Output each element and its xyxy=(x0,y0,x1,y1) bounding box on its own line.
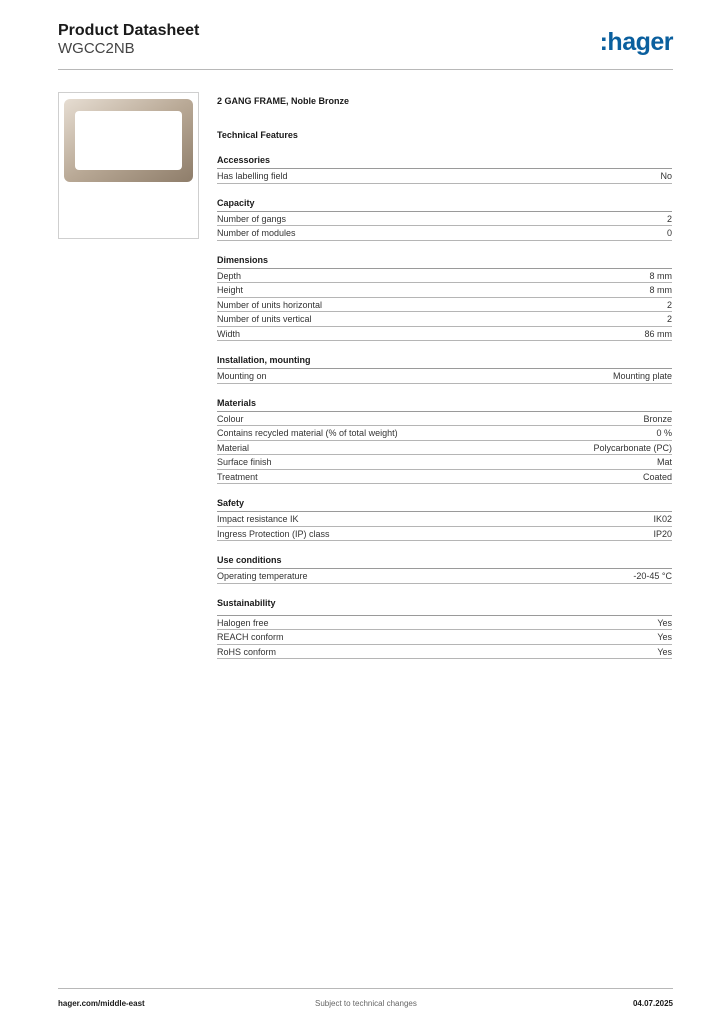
feature-value: IP20 xyxy=(653,528,672,539)
feature-row: Contains recycled material (% of total w… xyxy=(217,426,672,441)
feature-label: Height xyxy=(217,285,244,295)
feature-label: Width xyxy=(217,328,241,339)
product-code: WGCC2NB xyxy=(58,40,135,57)
feature-row: Mounting on Mounting plate xyxy=(217,369,672,384)
feature-row: Operating temperature -20-45 °C xyxy=(217,569,672,584)
section-title: Capacity xyxy=(217,197,672,212)
feature-label: RoHS conform xyxy=(217,646,277,657)
document-title: Product Datasheet xyxy=(58,22,200,39)
hager-logo: :hager xyxy=(599,28,674,56)
feature-value: -20-45 °C xyxy=(633,571,672,581)
feature-label: Surface finish xyxy=(217,457,272,467)
section-title: Dimensions xyxy=(217,254,672,269)
feature-row: REACH conform Yes xyxy=(217,630,672,645)
feature-row: Halogen free Yes xyxy=(217,616,672,630)
feature-row: Number of gangs 2 xyxy=(217,212,672,226)
feature-value: Mounting plate xyxy=(612,371,672,381)
feature-label: Number of units horizontal xyxy=(217,299,323,310)
feature-row: Number of units horizontal 2 xyxy=(217,298,672,312)
feature-label: Contains recycled material (% of total w… xyxy=(217,428,398,438)
section-title: Installation, mounting xyxy=(217,354,672,369)
feature-value: Yes xyxy=(657,646,672,657)
bronze-frame-image xyxy=(64,99,193,182)
technical-features-heading: Technical Features xyxy=(217,130,298,140)
feature-row: Material Polycarbonate (PC) xyxy=(217,441,672,455)
feature-value: No xyxy=(660,171,672,181)
feature-label: Ingress Protection (IP) class xyxy=(217,528,330,539)
feature-value: 0 % xyxy=(656,428,672,438)
feature-label: Has labelling field xyxy=(217,171,288,181)
feature-row: Width 86 mm xyxy=(217,327,672,341)
section-title: Safety xyxy=(217,497,672,512)
feature-row: Has labelling field No xyxy=(217,169,672,184)
feature-row: RoHS conform Yes xyxy=(217,645,672,659)
footer-disclaimer: Subject to technical changes xyxy=(315,999,417,1008)
feature-row: Ingress Protection (IP) class IP20 xyxy=(217,527,672,541)
section-title: Use conditions xyxy=(217,554,672,569)
feature-value: 86 mm xyxy=(644,328,672,339)
feature-label: REACH conform xyxy=(217,632,284,642)
footer-website: hager.com/middle-east xyxy=(58,999,145,1008)
feature-label: Material xyxy=(217,442,250,453)
section-title: Sustainability xyxy=(217,597,672,616)
feature-value: Coated xyxy=(642,471,672,482)
feature-value: 8 mm xyxy=(649,270,673,281)
feature-row: Depth 8 mm xyxy=(217,269,673,283)
feature-value: 8 mm xyxy=(649,285,673,295)
feature-row: Number of modules 0 xyxy=(217,226,672,241)
feature-value: Bronze xyxy=(643,413,672,424)
feature-value: 2 xyxy=(666,314,672,324)
page-footer: hager.com/middle-east Subject to technic… xyxy=(58,988,673,1008)
feature-label: Mounting on xyxy=(217,371,267,381)
feature-value: Yes xyxy=(657,617,672,628)
feature-row: Height 8 mm xyxy=(217,283,672,298)
feature-label: Treatment xyxy=(217,471,258,482)
feature-value: 0 xyxy=(666,228,672,238)
feature-row: Number of units vertical 2 xyxy=(217,312,672,327)
feature-label: Impact resistance IK xyxy=(217,514,299,524)
feature-value: 2 xyxy=(666,213,672,224)
feature-label: Halogen free xyxy=(217,617,269,628)
page-header: Product Datasheet WGCC2NB :hager xyxy=(58,22,674,70)
feature-label: Operating temperature xyxy=(217,571,308,581)
feature-label: Colour xyxy=(217,413,244,424)
feature-label: Number of units vertical xyxy=(217,314,312,324)
feature-row: Colour Bronze xyxy=(217,412,672,426)
footer-date: 04.07.2025 xyxy=(632,999,673,1008)
section-title: Accessories xyxy=(217,154,672,169)
feature-label: Depth xyxy=(217,270,242,281)
feature-row: Surface finish Mat xyxy=(217,455,672,470)
feature-value: 2 xyxy=(666,299,672,310)
feature-value: Mat xyxy=(656,457,672,467)
feature-label: Number of modules xyxy=(217,228,296,238)
product-name: 2 GANG FRAME, Noble Bronze xyxy=(217,96,350,106)
technical-content: 2 GANG FRAME, Noble Bronze Technical Fea… xyxy=(217,95,672,659)
product-image xyxy=(58,92,199,239)
section-title: Materials xyxy=(217,397,672,412)
feature-value: IK02 xyxy=(653,514,672,524)
feature-row: Impact resistance IK IK02 xyxy=(217,512,672,527)
feature-label: Number of gangs xyxy=(217,213,287,224)
feature-value: Polycarbonate (PC) xyxy=(593,442,672,453)
feature-row: Treatment Coated xyxy=(217,470,672,484)
feature-value: Yes xyxy=(657,632,672,642)
